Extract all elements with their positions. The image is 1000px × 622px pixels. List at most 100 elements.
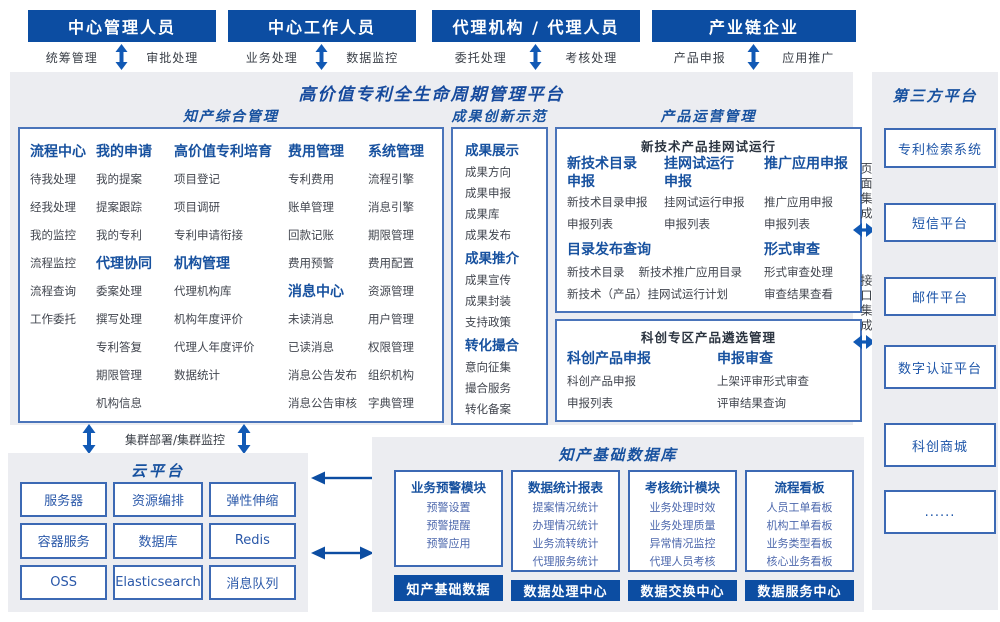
- up-down-arrow-icon: [82, 424, 96, 454]
- group-item: 消息公告审核: [288, 396, 357, 410]
- group-header: 申报审查: [717, 351, 773, 367]
- role-header-center-staff: 中心工作人员: [228, 10, 416, 42]
- up-down-arrow-icon: [529, 44, 542, 70]
- group-item: 推广应用申报: [764, 195, 833, 209]
- group-item: 组织机构: [368, 368, 414, 382]
- group-header: 成果推介: [465, 251, 519, 267]
- cloud-panel: 云平台 服务器 资源编排 弹性伸缩 容器服务 数据库 Redis OSS Ela…: [8, 453, 308, 612]
- platform-panel: 高价值专利全生命周期管理平台 知产综合管理 流程中心 待我处理 经我处理 我的监…: [10, 72, 862, 425]
- up-down-arrow-icon: [115, 44, 128, 70]
- cloud-box-elasticsearch: Elasticsearch: [113, 564, 203, 600]
- group-item: 代理机构库: [174, 284, 232, 298]
- group-header: 机构管理: [174, 256, 230, 272]
- db-module-box: 考核统计模块 业务处理时效 业务处理质量 异常情况监控 代理人员考核: [628, 470, 737, 572]
- group-item: 成果宣传: [465, 272, 511, 287]
- third-party-box-more: ......: [884, 490, 996, 534]
- cloud-box-oss: OSS: [20, 564, 108, 600]
- db-module-kanban: 流程看板 人员工单看板 机构工单看板 业务类型看板 核心业务看板 数据服务中心: [745, 470, 854, 601]
- group-item: 我的提案: [96, 172, 142, 186]
- third-party-box-digital-cert: 数字认证平台: [884, 345, 996, 389]
- group-header: 推广应用申报: [764, 156, 848, 172]
- cloud-box-container: 容器服务: [20, 523, 108, 559]
- group-item: 费用预警: [288, 256, 334, 270]
- group-item: 成果申报: [465, 185, 511, 200]
- group-header: 流程看板: [774, 479, 825, 495]
- group-item: 挂网试运行申报: [664, 195, 745, 209]
- group-item: 转化备案: [465, 401, 511, 416]
- group-item: 机构信息: [96, 396, 142, 410]
- group-item: 办理情况统计: [532, 519, 599, 532]
- group-item: 代理人员考核: [649, 555, 716, 568]
- group-item: 异常情况监控: [649, 537, 716, 550]
- group-item: 资源管理: [368, 284, 414, 298]
- group-header: 数据统计报表: [527, 479, 603, 495]
- section-title: 产品运营管理: [660, 109, 757, 125]
- group-header: 目录发布查询: [567, 242, 651, 258]
- ip-col-process: 流程中心 待我处理 经我处理 我的监控 流程监控 流程查询 工作委托: [30, 137, 96, 417]
- role-function-label: 业务处理: [245, 50, 298, 65]
- po-group-catalog-query: 目录发布查询 新技术目录 新技术推广应用目录 新技术（产品）挂网试运行计划: [567, 237, 742, 305]
- group-item: 预警提醒: [426, 519, 471, 532]
- group-item: 撮合服务: [465, 380, 511, 395]
- group-item: 成果库: [465, 206, 500, 221]
- group-header: 形式审查: [764, 242, 820, 258]
- group-header: 新技术目录申报: [567, 156, 637, 190]
- group-item: 专利答复: [96, 340, 142, 354]
- cloud-box-server: 服务器: [20, 482, 108, 518]
- platform-title: 高价值专利全生命周期管理平台: [298, 85, 565, 105]
- group-item: 代理服务统计: [532, 555, 599, 568]
- ip-database-panel: 知产基础数据库 业务预警模块 预警设置 预警提醒 预警应用 知产基础数据 数据统…: [372, 437, 864, 612]
- role-function-label: 考核处理: [565, 50, 618, 65]
- group-item: 费用配置: [368, 256, 414, 270]
- db-footer-service-center: 数据服务中心: [745, 580, 854, 601]
- up-down-arrow-icon: [315, 44, 328, 70]
- group-item: 消息公告发布: [288, 368, 357, 382]
- role-header-industry: 产业链企业: [652, 10, 856, 42]
- integration-label-api: 接口集成: [859, 274, 873, 334]
- group-item: 撰写处理: [96, 312, 142, 326]
- group-item: 成果方向: [465, 164, 511, 179]
- group-item: 委案处理: [96, 284, 142, 298]
- cloud-box-redis: Redis: [208, 523, 296, 559]
- group-item: 新技术推广应用目录: [638, 265, 743, 279]
- group-item: 申报列表: [664, 217, 710, 231]
- db-footer-basic-data: 知产基础数据: [394, 575, 503, 601]
- group-header: 费用管理: [288, 144, 344, 160]
- db-footer-processing-center: 数据处理中心: [511, 580, 620, 601]
- group-item: 流程监控: [30, 256, 76, 270]
- db-module-warning: 业务预警模块 预警设置 预警提醒 预警应用 知产基础数据: [394, 470, 503, 601]
- cloud-box-database: 数据库: [113, 523, 203, 559]
- integration-label-page: 页面集成: [859, 162, 873, 222]
- role-functions-center-manager: 统筹管理 审批处理: [28, 44, 216, 70]
- group-item: 项目调研: [174, 200, 220, 214]
- section-achievement: 成果创新示范 成果展示 成果方向 成果申报 成果库 成果发布 成果推介 成果宣传…: [451, 105, 548, 425]
- ip-col-cultivation: 高价值专利培育 项目登记 项目调研 专利申请衔接 机构管理 代理机构库 机构年度…: [174, 137, 288, 417]
- group-item: 业务处理时效: [649, 501, 716, 514]
- group-header: 科创产品申报: [567, 351, 651, 367]
- db-module-box: 数据统计报表 提案情况统计 办理情况统计 业务流转统计 代理服务统计: [511, 470, 620, 572]
- group-item: 新技术（产品）挂网试运行计划: [567, 287, 728, 301]
- group-item: 业务类型看板: [766, 537, 833, 550]
- third-party-panel: 第三方平台 专利检索系统 短信平台 邮件平台 数字认证平台 科创商城 .....…: [872, 72, 998, 610]
- group-header: 挂网试运行申报: [664, 156, 734, 190]
- role-function-label: 审批处理: [146, 50, 199, 65]
- po-group-promotion: 推广应用申报 推广应用申报 申报列表: [764, 155, 850, 235]
- section-product-ops: 产品运营管理 新技术产品挂网试运行 新技术目录申报 新技术目录申报 申报列表 挂…: [555, 105, 862, 422]
- cluster-label: 集群部署/集群监控: [124, 433, 226, 447]
- product-ops-selection-box: 科创专区产品遴选管理 科创产品申报 科创产品申报 申报列表 申报审查 上架评审形…: [555, 319, 862, 422]
- ip-col-system: 系统管理 流程引擎 消息引擎 期限管理 费用配置 资源管理 用户管理 权限管理 …: [368, 137, 436, 417]
- group-item: 工作委托: [30, 312, 76, 326]
- po-group-trial-apply: 挂网试运行申报 挂网试运行申报 申报列表: [664, 155, 764, 235]
- ip-management-box: 流程中心 待我处理 经我处理 我的监控 流程监控 流程查询 工作委托 我的申请 …: [18, 127, 444, 423]
- section-title: 知产综合管理: [183, 109, 279, 125]
- db-module-statistics: 数据统计报表 提案情况统计 办理情况统计 业务流转统计 代理服务统计 数据处理中…: [511, 470, 620, 601]
- group-item: 权限管理: [368, 340, 414, 354]
- group-item: 科创产品申报: [567, 374, 636, 388]
- group-item: 项目登记: [174, 172, 220, 186]
- group-item: 代理人年度评价: [174, 340, 255, 354]
- db-module-assessment: 考核统计模块 业务处理时效 业务处理质量 异常情况监控 代理人员考核 数据交换中…: [628, 470, 737, 601]
- group-item: 回款记账: [288, 228, 334, 242]
- role-functions-center-staff: 业务处理 数据监控: [228, 44, 416, 70]
- role-functions-agency: 委托处理 考核处理: [432, 44, 640, 70]
- group-item: 业务流转统计: [532, 537, 599, 550]
